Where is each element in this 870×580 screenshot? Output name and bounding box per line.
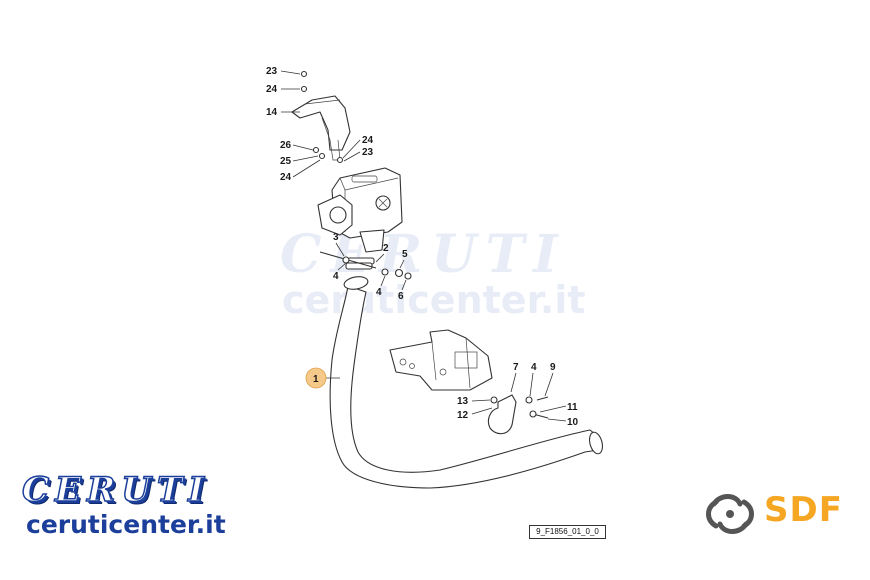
- callout-24: 24: [280, 172, 292, 183]
- callout-23: 23: [362, 147, 374, 158]
- watermark-brand: CERUTI: [280, 224, 567, 285]
- callout-7: 7: [513, 362, 519, 373]
- callout-24: 24: [362, 135, 374, 146]
- sdf-logo-text: SDF: [764, 490, 843, 530]
- callout-12: 12: [457, 410, 469, 421]
- callout-1: 1: [313, 374, 319, 385]
- callout-11: 11: [567, 402, 578, 413]
- callout-highlight: [305, 367, 327, 389]
- callout-4: 4: [376, 287, 382, 298]
- callout-14: 14: [266, 107, 278, 118]
- callout-24: 24: [266, 84, 278, 95]
- watermark-url: ceruticenter.it: [282, 278, 586, 322]
- callout-25: 25: [280, 156, 292, 167]
- callout-4: 4: [333, 271, 339, 282]
- callout-26: 26: [280, 140, 292, 151]
- heat-shield: [291, 95, 351, 151]
- leader-lines: [280, 70, 567, 422]
- callout-6: 6: [398, 291, 404, 302]
- callout-4: 4: [531, 362, 537, 373]
- callout-10: 10: [567, 417, 579, 428]
- callout-3: 3: [333, 232, 339, 243]
- ceruti-logo-brand: CERUTI: [21, 469, 211, 511]
- reference-code: 9_F1856_01_0_0: [529, 525, 606, 539]
- callout-13: 13: [457, 396, 469, 407]
- callout-9: 9: [550, 362, 556, 373]
- sdf-logo-icon: [706, 494, 754, 534]
- callout-2: 2: [383, 243, 389, 254]
- ceruti-logo-url: ceruticenter.it: [26, 510, 226, 539]
- pipe-clamp: [487, 394, 517, 435]
- callout-23: 23: [266, 66, 278, 77]
- callout-5: 5: [402, 249, 408, 260]
